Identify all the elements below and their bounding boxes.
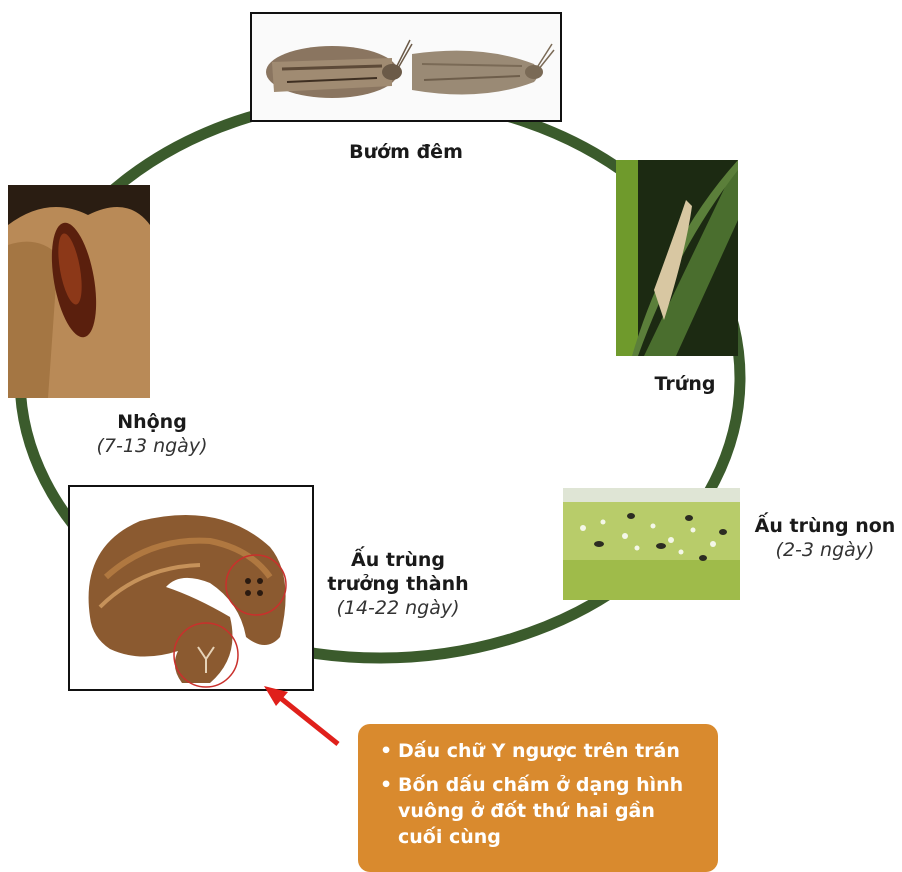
egg-label: Trứng bbox=[630, 372, 740, 396]
young-larva-photo bbox=[563, 488, 740, 600]
callout-list: Dấu chữ Y ngược trên trán Bốn dấu chấm ở… bbox=[380, 738, 696, 850]
pupa-photo bbox=[8, 185, 150, 398]
young-larva-duration: (2-3 ngày) bbox=[748, 538, 902, 562]
pupa-label: Nhộng (7-13 ngày) bbox=[60, 410, 244, 458]
callout-item: Dấu chữ Y ngược trên trán bbox=[398, 738, 696, 764]
pupa-label-text: Nhộng bbox=[60, 410, 244, 434]
mature-larva-label-line2: trưởng thành bbox=[318, 572, 478, 596]
egg-photo bbox=[616, 160, 738, 356]
mature-larva-label: Ấu trùng trưởng thành (14-22 ngày) bbox=[318, 548, 478, 620]
egg-label-text: Trứng bbox=[630, 372, 740, 396]
young-larva-label: Ấu trùng non (2-3 ngày) bbox=[748, 514, 902, 562]
mature-larva-photo bbox=[68, 485, 314, 691]
callout-item: Bốn dấu chấm ở dạng hình vuông ở đốt thứ… bbox=[398, 772, 696, 850]
moth-label: Bướm đêm bbox=[316, 140, 496, 164]
moth-photo bbox=[250, 12, 562, 122]
mature-larva-label-line1: Ấu trùng bbox=[318, 548, 478, 572]
young-larva-label-text: Ấu trùng non bbox=[748, 514, 902, 538]
identification-callout: Dấu chữ Y ngược trên trán Bốn dấu chấm ở… bbox=[358, 724, 718, 872]
pupa-duration: (7-13 ngày) bbox=[60, 434, 244, 458]
mature-larva-duration: (14-22 ngày) bbox=[318, 596, 478, 620]
moth-label-text: Bướm đêm bbox=[316, 140, 496, 164]
